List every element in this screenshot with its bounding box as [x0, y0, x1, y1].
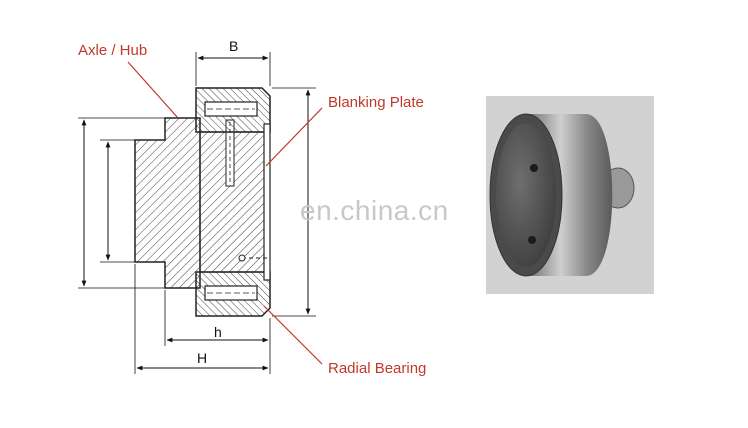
dimension-h-label: h: [214, 324, 222, 340]
axle-hub-label: Axle / Hub: [78, 42, 148, 59]
product-photo: [486, 96, 654, 294]
axle-hub-section: [134, 117, 201, 289]
axle-hub-leader: [127, 61, 179, 119]
dimension-b-label: B: [229, 38, 239, 54]
blanking-plate: [263, 123, 271, 281]
face-hole-bottom: [528, 236, 536, 244]
blanking-plate-leader: [265, 107, 323, 167]
blanking-plate-label: Blanking Plate: [328, 94, 424, 111]
radial-bearing-leader: [263, 305, 323, 365]
face-hole-top: [530, 164, 538, 172]
dimension-big-h-label: H: [197, 350, 208, 366]
watermark: en.china.cn: [300, 195, 449, 226]
radial-bearing-label: Radial Bearing: [328, 360, 427, 377]
